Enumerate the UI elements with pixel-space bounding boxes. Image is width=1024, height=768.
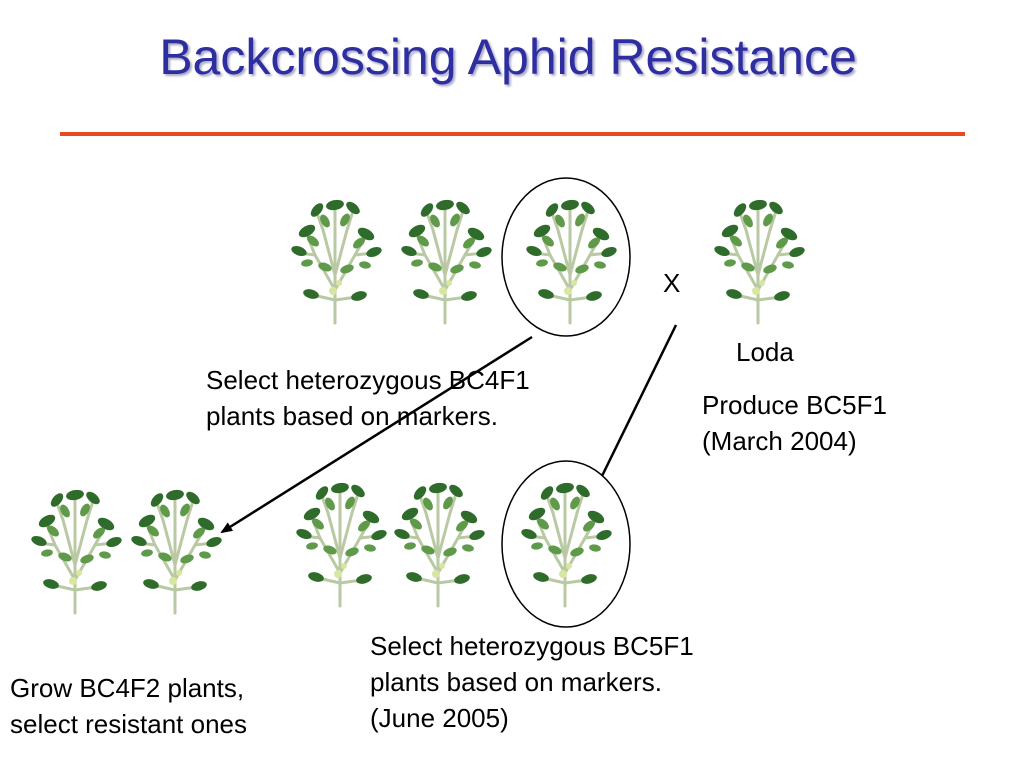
loda-label: Loda (736, 337, 794, 367)
cross-symbol: X (663, 268, 681, 298)
grow-bc4f2-line-1: Grow BC4F2 plants, (10, 673, 245, 703)
title-underline (60, 132, 965, 136)
grow-bc4f2-line-2: select resistant ones (10, 709, 248, 739)
soybean-plant-icon (711, 197, 808, 325)
soybean-plant-icon (288, 197, 385, 325)
soybean-plant-icon (391, 480, 488, 608)
select-bc5f1-line-1: Select heterozygous BC5F1 (370, 631, 694, 661)
select-bc5f1-label: Select heterozygous BC5F1 plants based o… (370, 628, 694, 736)
soybean-plant-icon (398, 197, 495, 325)
soybean-plant-icon (523, 197, 620, 325)
cross-line-to-bc5f1 (600, 324, 678, 477)
grow-bc4f2-label: Grow BC4F2 plants, select resistant ones (10, 670, 247, 742)
soybean-plant-icon (293, 480, 390, 608)
slide-title: Backcrossing Aphid Resistance (159, 29, 857, 85)
select-bc4f1-line-1: Select heterozygous BC4F1 (206, 365, 530, 395)
produce-bc5f1-line-2: (March 2004) (702, 426, 857, 456)
soybean-plant-icon (518, 480, 615, 608)
select-bc4f1-line-2: plants based on markers. (206, 401, 498, 431)
produce-bc5f1-line-1: Produce BC5F1 (702, 390, 887, 420)
soybean-plant-icon (28, 487, 125, 615)
soybean-plant-icon (128, 487, 225, 615)
select-bc5f1-line-2: plants based on markers. (370, 667, 662, 697)
select-bc5f1-line-3: (June 2005) (370, 703, 509, 733)
select-bc4f1-label: Select heterozygous BC4F1 plants based o… (206, 362, 530, 434)
produce-bc5f1-label: Produce BC5F1 (March 2004) (702, 387, 887, 459)
